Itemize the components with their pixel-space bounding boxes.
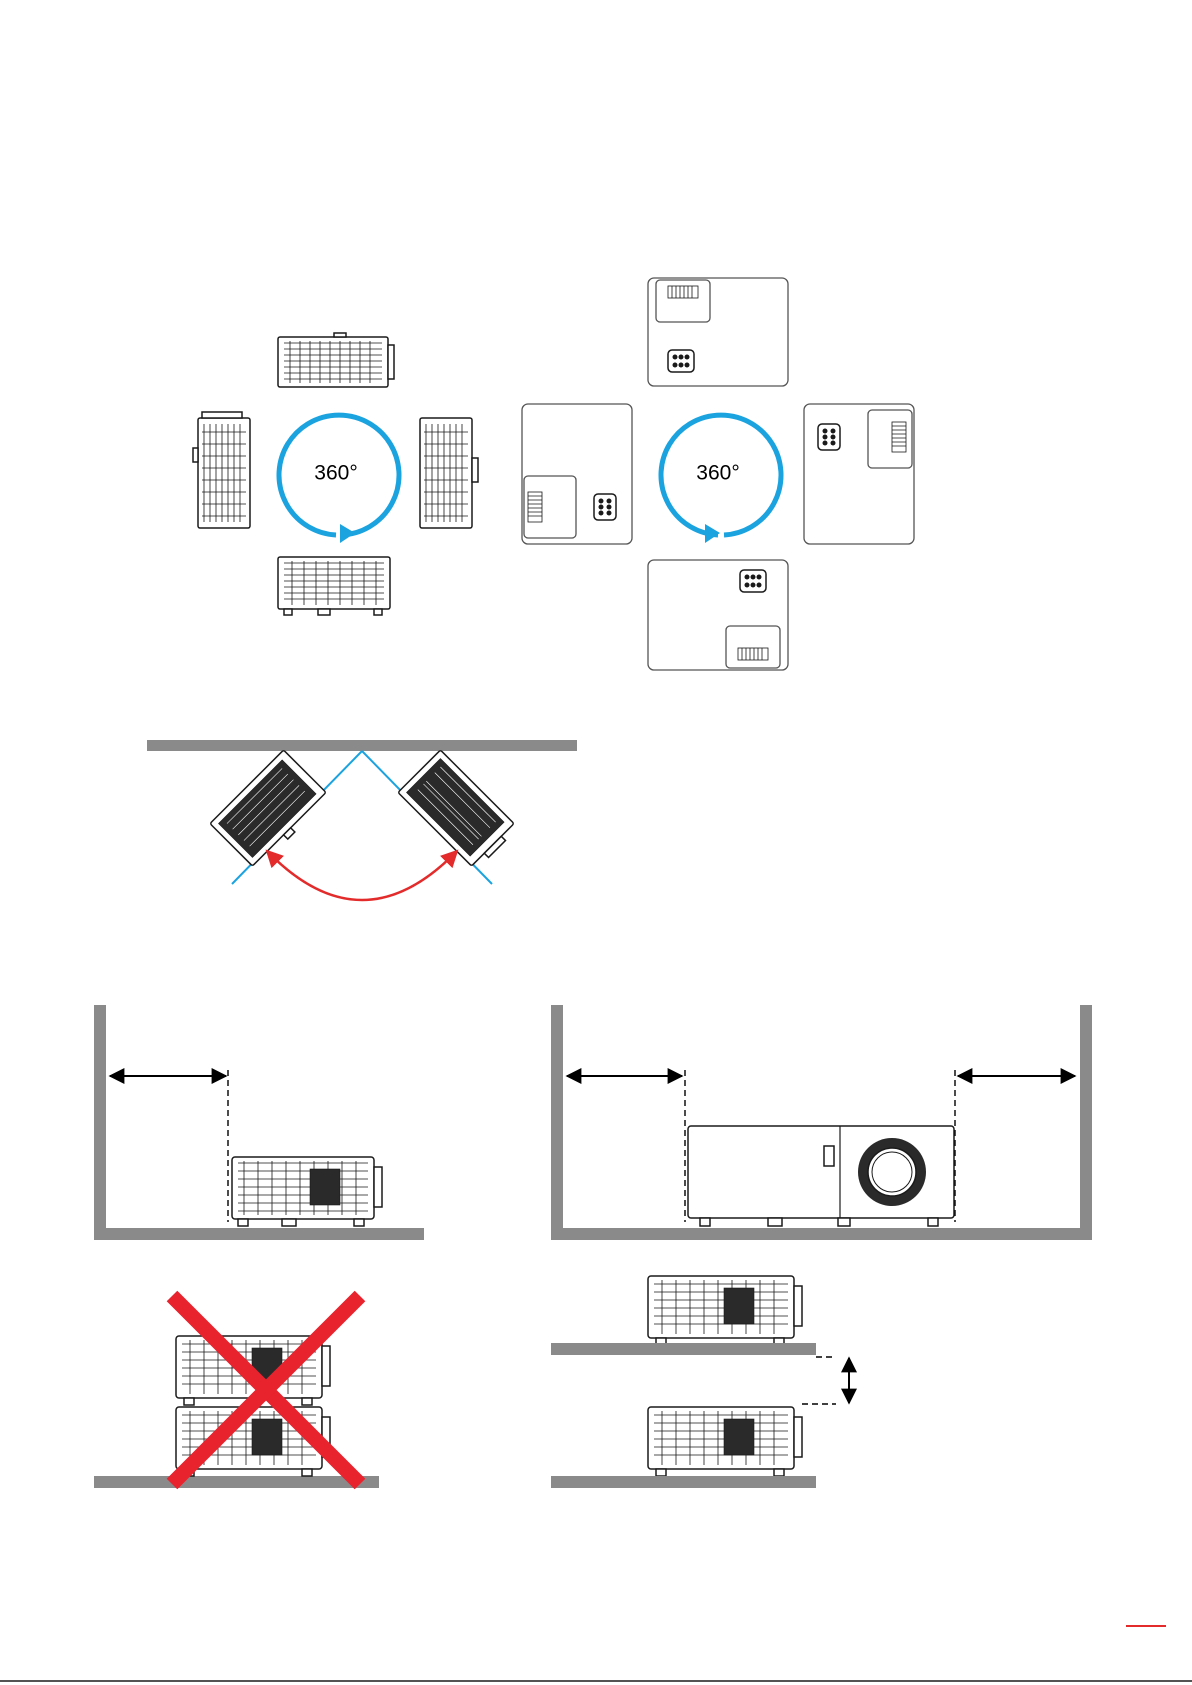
rotation-label-top: 360° [696,462,739,485]
projector-side-view-icon [648,1276,802,1345]
clearance-figure-left [94,1005,424,1240]
stacking-prohibited-figure [94,1296,379,1488]
side-rotation-figure: 360° [193,333,478,615]
projector-front-view-icon [688,1126,954,1226]
rotation-arrowhead-icon [340,524,355,543]
projector-top-view-icon [804,404,914,544]
projector-side-view-icon [193,412,250,528]
stacking-spacing-figure [551,1276,849,1488]
projector-side-view-icon [232,1157,382,1226]
tilt-figure [147,740,577,900]
top-rotation-figure: 360° [522,278,914,670]
shelf-bar [551,1343,816,1355]
projector-side-view-icon [648,1407,802,1476]
ceiling-bar [147,740,577,751]
rotation-arrowhead-icon [705,524,720,543]
projector-side-view-icon [278,557,390,615]
projector-side-view-icon [398,750,518,870]
projector-top-view-icon [648,278,788,386]
projector-side-view-icon [278,333,394,387]
tilt-arc-arrow-icon [268,852,456,900]
projector-top-view-icon [648,560,788,670]
projector-side-view-icon [210,750,330,870]
rotation-label-side: 360° [314,462,357,485]
clearance-figure-right [551,1005,1092,1240]
projector-side-view-icon [420,418,478,528]
projector-top-view-icon [522,404,632,544]
